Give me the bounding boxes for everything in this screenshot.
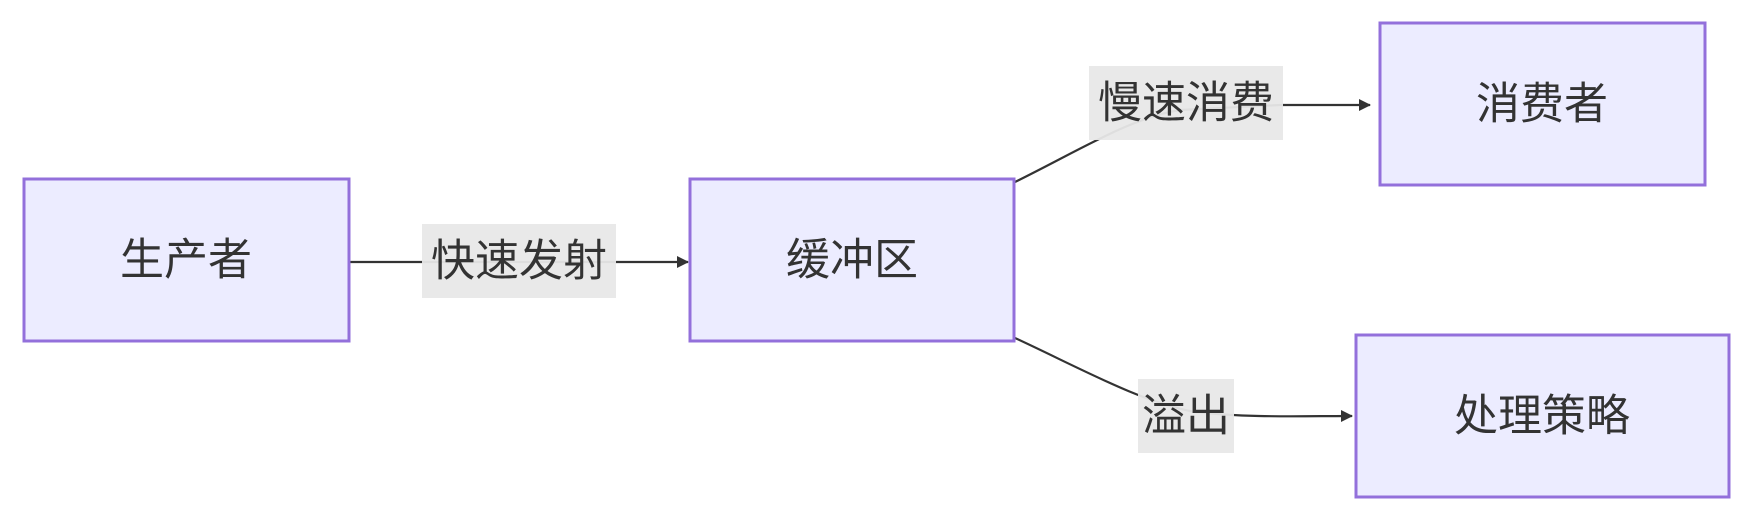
node-strategy-label: 处理策略 — [1454, 391, 1630, 442]
node-buffer-label: 缓冲区 — [786, 235, 918, 286]
edge-label-overflow-text: 溢出 — [1142, 391, 1230, 442]
edge-label-fast-emit: 快速发射 — [422, 224, 616, 298]
node-strategy: 处理策略 — [1354, 333, 1731, 499]
edge-label-overflow: 溢出 — [1138, 379, 1234, 453]
node-consumer: 消费者 — [1378, 21, 1707, 187]
edge-label-slow-consume: 慢速消费 — [1089, 66, 1283, 140]
node-consumer-label: 消费者 — [1476, 79, 1608, 130]
node-buffer: 缓冲区 — [688, 177, 1016, 343]
node-producer-label: 生产者 — [120, 235, 252, 286]
node-producer: 生产者 — [22, 177, 351, 343]
edge-label-fast-emit-text: 快速发射 — [431, 236, 607, 287]
edge-label-slow-consume-text: 慢速消费 — [1098, 78, 1274, 129]
